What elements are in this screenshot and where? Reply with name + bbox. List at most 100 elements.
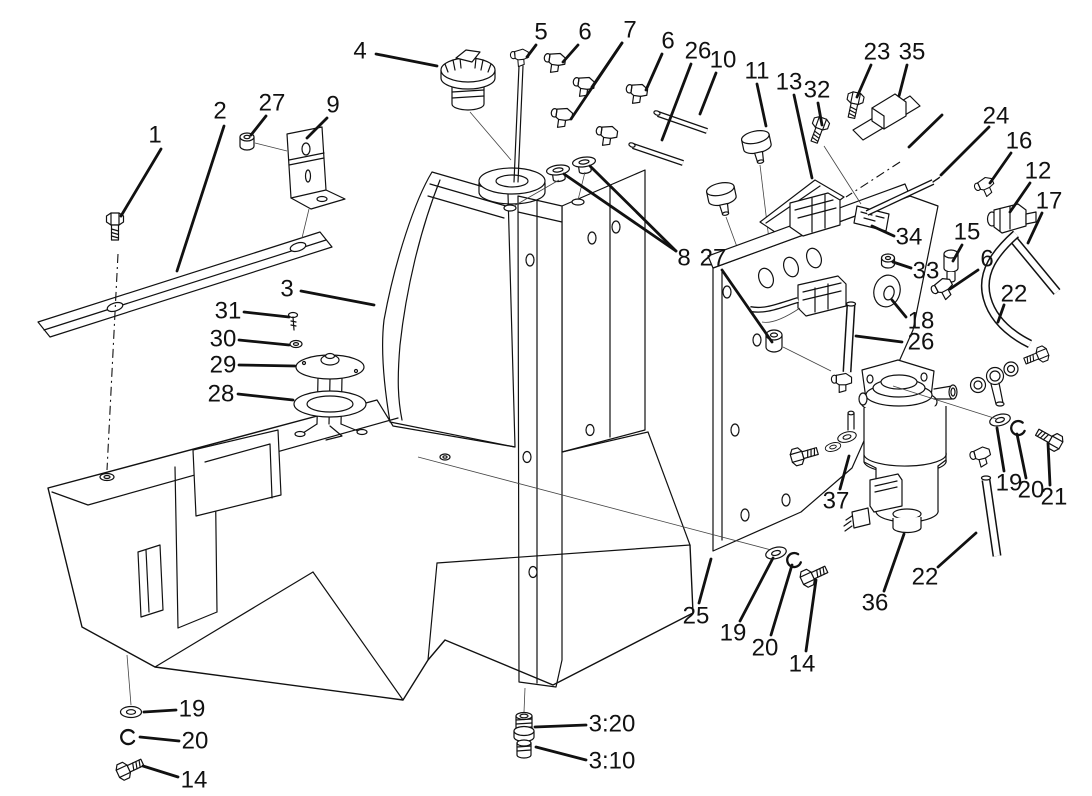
- fitting-12: [986, 203, 1037, 234]
- callout-label: 24: [983, 103, 1010, 130]
- callout-22: 22: [912, 531, 978, 591]
- callout-label: 18: [908, 308, 935, 335]
- leader-line: [142, 708, 178, 714]
- callout-label: 10: [710, 47, 737, 74]
- leader-line: [1015, 432, 1028, 480]
- leader-line: [534, 745, 588, 762]
- sender-plate-29: [295, 352, 365, 380]
- callout-label: 19: [720, 620, 747, 647]
- leader-line: [890, 298, 908, 319]
- leader-line: [533, 723, 588, 729]
- filter-plug-connector: [843, 507, 871, 532]
- callout-19: 19: [720, 556, 775, 647]
- callout-label: 3:10: [589, 748, 636, 775]
- rod-26: [628, 142, 684, 166]
- leader-line: [804, 578, 818, 653]
- leader-line: [855, 63, 873, 99]
- tank-mount-hole: [439, 453, 451, 461]
- leader-line: [948, 268, 980, 291]
- callout-9: 9: [305, 92, 340, 140]
- leader-line: [939, 125, 991, 177]
- callout-20: 20: [138, 728, 208, 755]
- leader-line: [1026, 211, 1044, 245]
- leader-line: [588, 164, 678, 253]
- callout-22: 22: [996, 281, 1027, 324]
- leader-line: [299, 289, 376, 307]
- callout-12: 12: [1008, 158, 1051, 214]
- callout-label: 16: [1006, 128, 1033, 155]
- fuel-filter-assembly: [788, 301, 1066, 557]
- knob-11: [739, 127, 776, 249]
- leader-line: [996, 303, 1006, 324]
- filler-neck-boss: [478, 167, 546, 205]
- panel-hardware: [417, 456, 831, 590]
- callout-21: 21: [1041, 441, 1067, 511]
- leader-line: [720, 268, 774, 344]
- leader-line: [854, 334, 904, 344]
- callout-35: 35: [897, 39, 925, 98]
- leader-line: [870, 224, 896, 238]
- leader-line: [305, 116, 329, 140]
- callout-28: 28: [208, 381, 295, 408]
- leader-line: [660, 62, 693, 142]
- callout-26: 26: [854, 329, 934, 356]
- callout-label: 34: [896, 224, 923, 251]
- leader-line: [995, 426, 1006, 473]
- callout-label: 36: [862, 590, 889, 617]
- callout-6: 6: [948, 246, 994, 291]
- hose-22: [980, 230, 1033, 349]
- filter-outlet-elbow: [968, 444, 994, 470]
- tank-side-fin: [137, 544, 164, 618]
- leader-line: [236, 392, 295, 402]
- callout-33: 33: [891, 258, 940, 285]
- callout-24: 24: [907, 103, 1010, 177]
- leader-line: [988, 151, 1013, 185]
- callout-3-20: 3:20: [533, 711, 636, 738]
- leader-line: [138, 735, 181, 743]
- leader-line: [907, 113, 944, 149]
- callout-20: 20: [752, 563, 794, 662]
- bolt-axis-line: [106, 253, 119, 471]
- callout-label: 22: [912, 564, 939, 591]
- callout-8: 8: [562, 164, 691, 272]
- callout-36: 36: [862, 532, 906, 617]
- callout-30: 30: [210, 326, 291, 353]
- callout-label: 33: [913, 258, 940, 285]
- callout-34: 34: [870, 224, 923, 251]
- sender-gasket-28: [293, 390, 367, 418]
- callout-label: 19: [996, 470, 1023, 497]
- elbow-fittings-top: [541, 50, 649, 148]
- fittings-right: [928, 174, 1061, 349]
- callout-13: 13: [776, 69, 814, 180]
- wiring-connector: [749, 275, 847, 323]
- callout-label: 37: [823, 488, 850, 515]
- callout-label: 14: [789, 651, 816, 678]
- tank-rear-panel: [561, 169, 646, 453]
- hex-bolt-23: [842, 90, 866, 120]
- callout-25: 25: [683, 557, 713, 630]
- tank-seat-back: [382, 171, 516, 448]
- callout-label: 3:20: [589, 711, 636, 738]
- callout-20: 20: [1015, 432, 1044, 504]
- callout-label: 3: [280, 276, 293, 303]
- washer-19: [987, 411, 1013, 429]
- callout-label: 11: [745, 58, 770, 85]
- switch-housing: [789, 192, 841, 237]
- callout-label: 6: [980, 246, 993, 273]
- leader-line: [644, 52, 664, 92]
- callout-14: 14: [141, 764, 207, 794]
- console-parts: [749, 90, 941, 323]
- callout-label: 23: [864, 39, 891, 66]
- hex-bolt-32: [805, 114, 832, 146]
- callout-label: 6: [661, 28, 674, 55]
- hose-26-vertical: [842, 301, 857, 373]
- callout-label: 6: [578, 19, 591, 46]
- tank-body-outline: [47, 399, 694, 701]
- filter-sensor-box: [869, 473, 903, 513]
- leader-line: [237, 338, 291, 347]
- bushing-3-10: [516, 739, 532, 759]
- tank-column: [517, 195, 563, 688]
